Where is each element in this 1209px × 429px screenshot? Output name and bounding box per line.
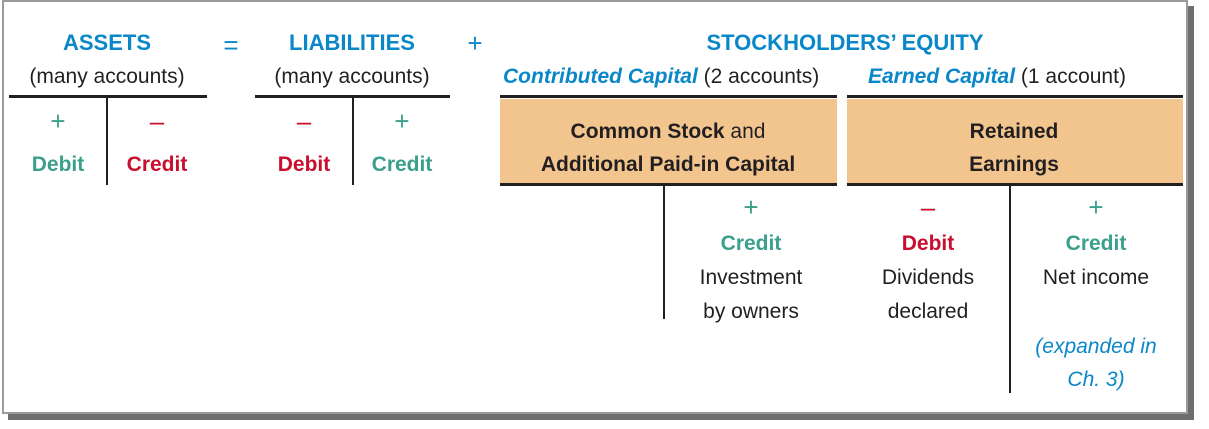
common-stock-title: Common Stock and xyxy=(571,121,766,142)
contributed-capital-count: (2 accounts) xyxy=(697,65,820,88)
assets-subtitle: (many accounts) xyxy=(29,65,185,88)
retained-earnings-debit-desc-2: declared xyxy=(887,300,969,323)
liabilities-credit-sign: + xyxy=(394,106,410,136)
liabilities-subtitle: (many accounts) xyxy=(274,65,430,88)
assets-debit-label: Debit xyxy=(31,153,85,176)
earned-capital-label: Earned Capital (1 account) xyxy=(868,66,1126,87)
common-stock-bold: Common Stock xyxy=(570,120,725,143)
retained-earnings-credit-label: Credit xyxy=(1065,232,1127,255)
retained-earnings-title-1: Retained xyxy=(969,120,1059,143)
common-stock-box xyxy=(500,99,837,183)
liabilities-t-account-divider xyxy=(352,97,354,185)
assets-heading: ASSETS xyxy=(62,30,152,55)
equals-sign: = xyxy=(223,30,239,60)
equity-heading: STOCKHOLDERS’ EQUITY xyxy=(706,30,984,55)
assets-credit-label: Credit xyxy=(126,153,188,176)
retained-earnings-t-account-top xyxy=(847,183,1183,186)
liabilities-heading: LIABILITIES xyxy=(289,30,415,55)
retained-earnings-box xyxy=(847,99,1183,183)
common-stock-t-account-divider xyxy=(663,185,665,319)
assets-credit-sign: – xyxy=(149,106,165,136)
assets-t-account-top xyxy=(9,95,207,98)
liabilities-t-account-top xyxy=(255,95,450,98)
contributed-capital-rule xyxy=(500,95,837,98)
common-stock-credit-desc-1: Investment xyxy=(699,266,803,289)
plus-sign: + xyxy=(467,28,483,58)
earned-capital-count: (1 account) xyxy=(1015,65,1126,88)
common-stock-and: and xyxy=(724,120,766,143)
liabilities-credit-label: Credit xyxy=(371,153,433,176)
contributed-capital-label: Contributed Capital (2 accounts) xyxy=(503,66,819,87)
expanded-note-2: Ch. 3) xyxy=(1067,368,1125,391)
earned-capital-rule xyxy=(847,95,1183,98)
common-stock-credit-desc-2: by owners xyxy=(703,300,799,323)
liabilities-debit-sign: – xyxy=(296,106,312,136)
retained-earnings-debit-desc-1: Dividends xyxy=(881,266,975,289)
retained-earnings-t-account-divider xyxy=(1009,185,1011,393)
assets-debit-sign: + xyxy=(50,106,66,136)
retained-earnings-debit-sign: – xyxy=(920,192,936,222)
expanded-note-1: (expanded in xyxy=(1035,335,1157,358)
retained-earnings-debit-label: Debit xyxy=(901,232,955,255)
contributed-capital-title: Contributed Capital xyxy=(503,65,698,88)
assets-t-account-divider xyxy=(106,97,108,185)
earned-capital-title: Earned Capital xyxy=(868,65,1016,88)
retained-earnings-title-2: Earnings xyxy=(969,153,1059,176)
retained-earnings-credit-sign: + xyxy=(1088,192,1104,222)
diagram-frame xyxy=(2,0,1188,414)
retained-earnings-credit-desc: Net income xyxy=(1042,266,1150,289)
common-stock-t-account-top xyxy=(500,183,837,186)
additional-paid-in-capital-title: Additional Paid-in Capital xyxy=(540,153,796,176)
liabilities-debit-label: Debit xyxy=(277,153,331,176)
common-stock-credit-label: Credit xyxy=(720,232,782,255)
common-stock-credit-sign: + xyxy=(743,192,759,222)
